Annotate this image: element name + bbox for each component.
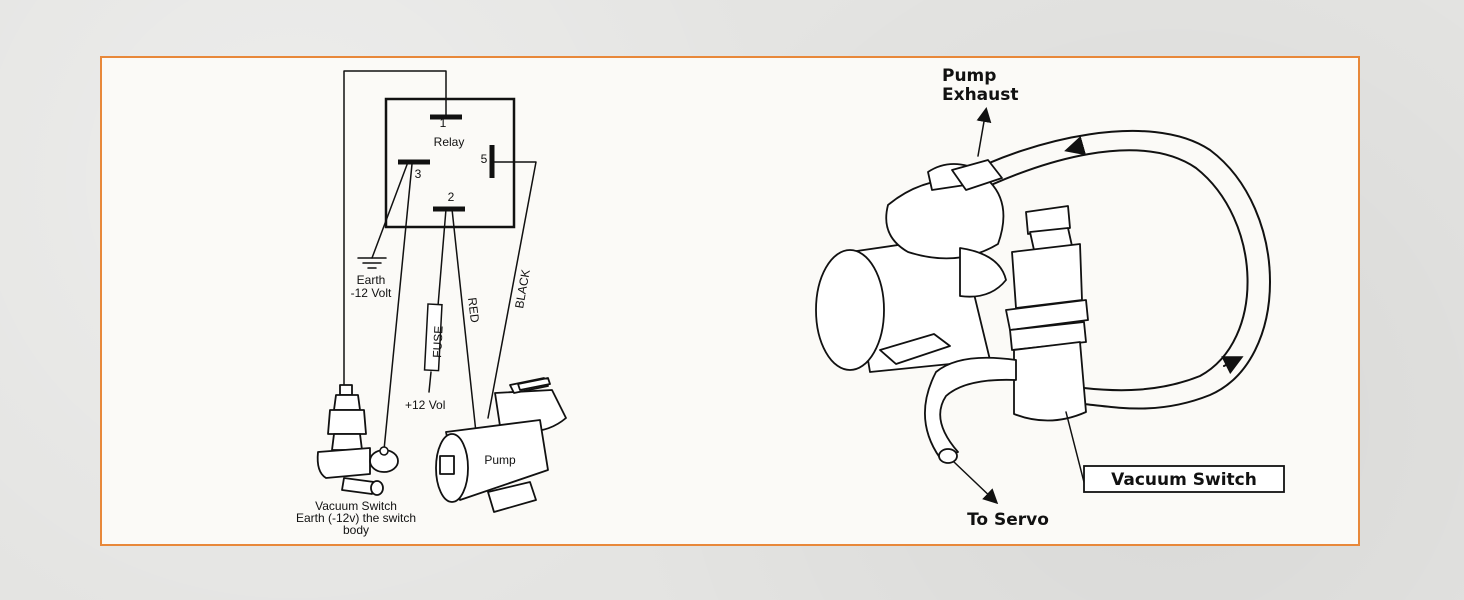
wires [343,70,537,451]
vacuum-switch-caption-2: Earth (-12v) the switch [296,511,416,525]
vacuum-switch-callout-label: Vacuum Switch [1111,470,1257,490]
vacuum-switch-callout-box [1083,465,1285,493]
pump-large-icon [815,159,1007,373]
earth-label-line1: Earth [357,273,386,287]
positive-label: +12 Vol [405,398,445,412]
terminal-2-label: 2 [448,190,455,204]
relay-label: Relay [434,135,465,149]
fuse [423,303,443,372]
vacuum-switch-caption-3: body [343,523,369,537]
wire-red-label: RED [465,297,482,324]
vacuum-hose-loop [963,129,1271,410]
pump-exhaust-label-2: Exhaust [942,85,1019,105]
to-servo-label: To Servo [967,510,1049,530]
terminal-5-label: 5 [481,152,488,166]
earth-label-line2: -12 Volt [351,286,392,300]
relay-box [384,97,516,229]
pump-small-icon [435,377,567,513]
fuse-label: FUSE [430,325,446,358]
wire-black-label: BLACK [512,268,533,309]
vacuum-switch-small-icon [316,384,399,496]
terminal-3-label: 3 [415,167,422,181]
terminal-1-label: 1 [440,116,447,130]
vacuum-switch-caption-1: Vacuum Switch [315,499,397,513]
pump-exhaust-label-1: Pump [942,66,996,86]
diagram-panel [100,56,1360,546]
vacuum-switch-large-icon [924,205,1089,464]
pump-label: Pump [484,453,516,467]
